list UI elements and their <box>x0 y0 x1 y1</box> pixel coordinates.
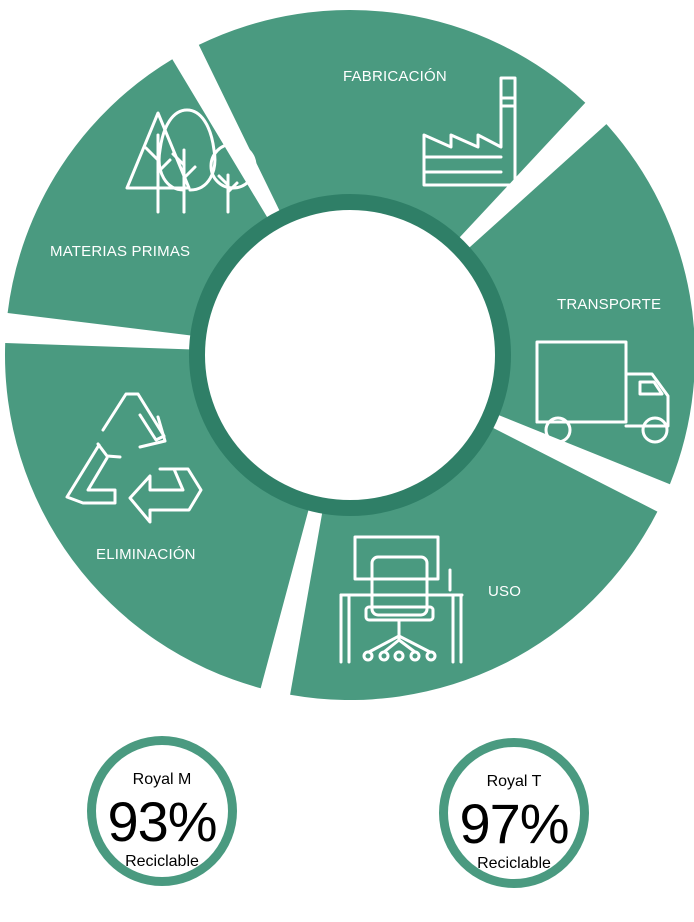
stage-label-eliminacion: ELIMINACIÓN <box>96 546 196 563</box>
recyclable-percent: 93% <box>107 790 217 853</box>
product-badge-royal-t: Royal T 97% Reciclable <box>439 738 589 888</box>
segment-materias-primas <box>7 59 273 337</box>
inner-ring <box>189 194 511 516</box>
stage-label-transporte: TRANSPORTE <box>557 296 662 313</box>
segment-eliminacion <box>4 343 312 689</box>
life-cycle-diagram <box>4 10 694 700</box>
stage-label-materias-primas: MATERIAS PRIMAS <box>50 243 191 260</box>
recyclable-caption: Reciclable <box>477 855 551 872</box>
recycle-icon <box>65 392 203 524</box>
stage-label-uso: USO <box>488 583 522 600</box>
stage-label-fabricacion: FABRICACIÓN <box>343 68 447 85</box>
factory-icon <box>422 76 517 187</box>
cycle-segments <box>4 10 694 700</box>
truck-icon <box>535 340 670 444</box>
recyclable-percent: 97% <box>459 792 569 855</box>
segment-transporte <box>461 124 694 485</box>
product-badge-royal-m: Royal M 93% Reciclable <box>87 736 237 886</box>
product-name: Royal T <box>486 773 542 790</box>
segment-uso <box>290 423 658 700</box>
product-name: Royal M <box>132 771 192 788</box>
recyclable-caption: Reciclable <box>125 853 199 870</box>
office-desk-chair-icon <box>339 535 464 664</box>
trees-icon <box>125 108 257 214</box>
